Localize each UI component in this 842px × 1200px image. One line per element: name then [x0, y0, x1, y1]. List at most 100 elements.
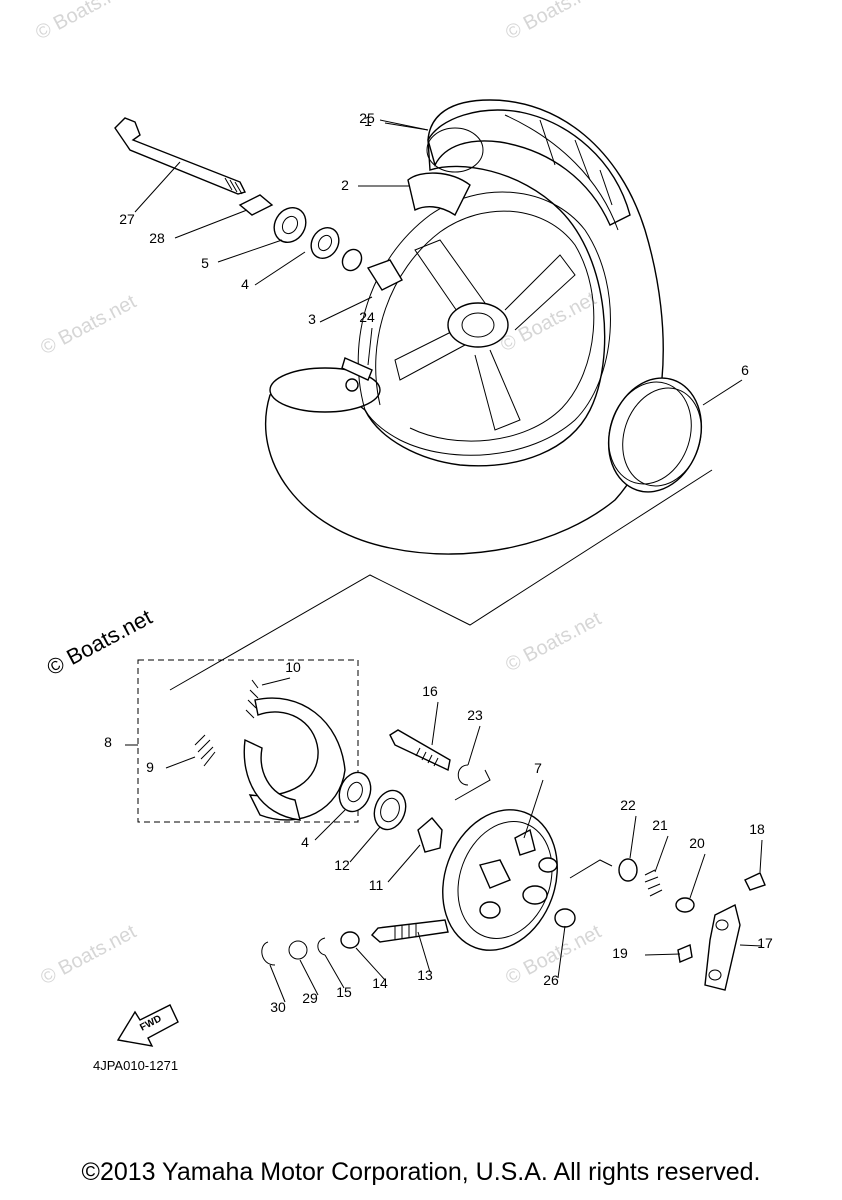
callout-leader-line	[702, 379, 743, 406]
wheel-assembly	[265, 99, 664, 555]
meter-gear	[417, 817, 443, 853]
callout-number: 4	[301, 834, 309, 850]
oil-seal	[341, 248, 363, 272]
callout-leader-line	[689, 853, 706, 899]
callout-leader-line	[759, 839, 763, 873]
callout-number: 21	[652, 817, 668, 833]
plate-boss	[538, 857, 558, 873]
copyright-notice: ©2013 Yamaha Motor Corporation, U.S.A. A…	[81, 1158, 761, 1186]
callout-leader-line	[299, 959, 319, 996]
spoke	[394, 329, 466, 381]
bearing-bore	[317, 234, 333, 252]
drive-shaft	[389, 729, 451, 772]
callout-number: 1	[364, 113, 372, 129]
callout-number: 27	[119, 211, 135, 227]
callout-number: 12	[334, 857, 350, 873]
watermark: © Boats.net	[502, 0, 605, 44]
wheel-axle	[114, 117, 247, 195]
callout-number: 25	[359, 110, 375, 126]
callout-leader-line	[174, 209, 248, 239]
callout-leader-line	[355, 947, 386, 981]
o-ring	[288, 940, 308, 960]
callout-number: 23	[467, 707, 483, 723]
callout-leader-line	[557, 925, 566, 979]
tire	[265, 99, 664, 555]
callout-number: 7	[534, 760, 542, 776]
wheel-hub	[447, 302, 509, 348]
callout-leader-line	[417, 931, 431, 973]
callout-number: 24	[359, 309, 375, 325]
bearing	[273, 207, 307, 243]
callout-number: 9	[146, 759, 154, 775]
tread-groove	[599, 169, 613, 206]
assembly-line	[454, 769, 491, 801]
oil-seal	[618, 858, 638, 882]
watermark: © Boats.net	[37, 291, 140, 360]
lever-hole	[715, 919, 729, 931]
callout-number: 11	[369, 877, 384, 893]
washer	[675, 897, 695, 913]
callout-number: 10	[285, 659, 301, 675]
tread-groove	[504, 114, 619, 231]
callout-number: 30	[270, 999, 286, 1015]
tire-cutaway-top	[427, 109, 631, 226]
callout-number: 6	[741, 362, 749, 378]
callout-leader-line	[134, 161, 181, 213]
callout-number: 17	[757, 935, 773, 951]
callout-number: 26	[543, 972, 559, 988]
callout-number: 16	[422, 683, 438, 699]
axle-stack	[114, 117, 403, 291]
circlip	[457, 764, 469, 786]
assembly-line	[169, 469, 713, 691]
brake-plate	[442, 809, 558, 951]
bearing	[338, 771, 372, 813]
callout-leader-line	[379, 119, 429, 131]
spacer	[366, 259, 403, 291]
clip	[261, 941, 276, 966]
callout-leader-line	[654, 835, 669, 873]
watermark: © Boats.net	[502, 608, 605, 677]
valve-stem	[341, 357, 373, 381]
spring	[245, 679, 259, 719]
callout-leader-line	[431, 701, 439, 746]
callout-leader-line	[349, 826, 381, 863]
callout-number: 22	[620, 797, 636, 813]
callout-number: 19	[612, 945, 628, 961]
callout-leader-line	[319, 296, 373, 323]
bolt	[744, 872, 766, 891]
callout-leader-line	[324, 954, 345, 989]
valve-nut	[345, 378, 359, 392]
bearing-bore	[281, 215, 299, 235]
axle-collar	[238, 194, 274, 216]
callout-number: 3	[308, 311, 316, 327]
spoke	[414, 239, 491, 331]
callout-leader-line	[467, 725, 481, 766]
callout-number: 14	[372, 975, 388, 991]
brake-camshaft	[371, 919, 449, 943]
callout-leader-line	[629, 815, 637, 859]
plate-pad	[479, 859, 511, 889]
watermark: © Boats.net	[497, 288, 600, 357]
assembly-line	[569, 859, 613, 879]
rim	[357, 191, 611, 456]
watermark-prominent: © Boats.net	[43, 604, 157, 680]
callout-leader-line	[217, 239, 283, 263]
watermark: © Boats.net	[37, 921, 140, 990]
brake-shoe-group	[137, 659, 359, 823]
callout-number: 8	[104, 734, 112, 750]
lever-hole	[708, 969, 722, 981]
bearing	[310, 226, 340, 260]
callout-number: 5	[201, 255, 209, 271]
washer	[340, 931, 360, 949]
callout-number: 15	[336, 984, 352, 1000]
hub-bore	[461, 312, 495, 338]
plate-anchor	[514, 828, 536, 856]
callout-number: 29	[302, 990, 318, 1006]
plate-boss	[522, 885, 548, 905]
torsion-spring	[644, 869, 663, 897]
callout-number: 13	[417, 967, 433, 983]
brake-shoe	[243, 738, 301, 821]
callout-leader-line	[739, 944, 763, 947]
callout-number: 4	[241, 276, 249, 292]
